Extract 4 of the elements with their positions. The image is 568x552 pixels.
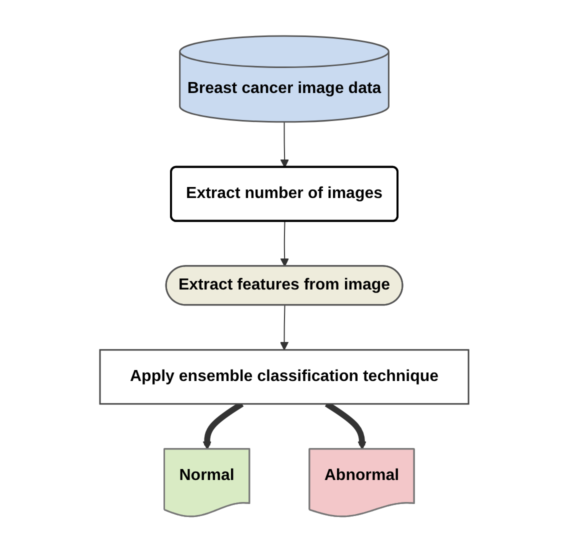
arrow [280, 304, 288, 350]
arrow [280, 220, 289, 267]
node-box: Apply ensemble classification technique [99, 348, 469, 404]
arrow [280, 121, 289, 168]
